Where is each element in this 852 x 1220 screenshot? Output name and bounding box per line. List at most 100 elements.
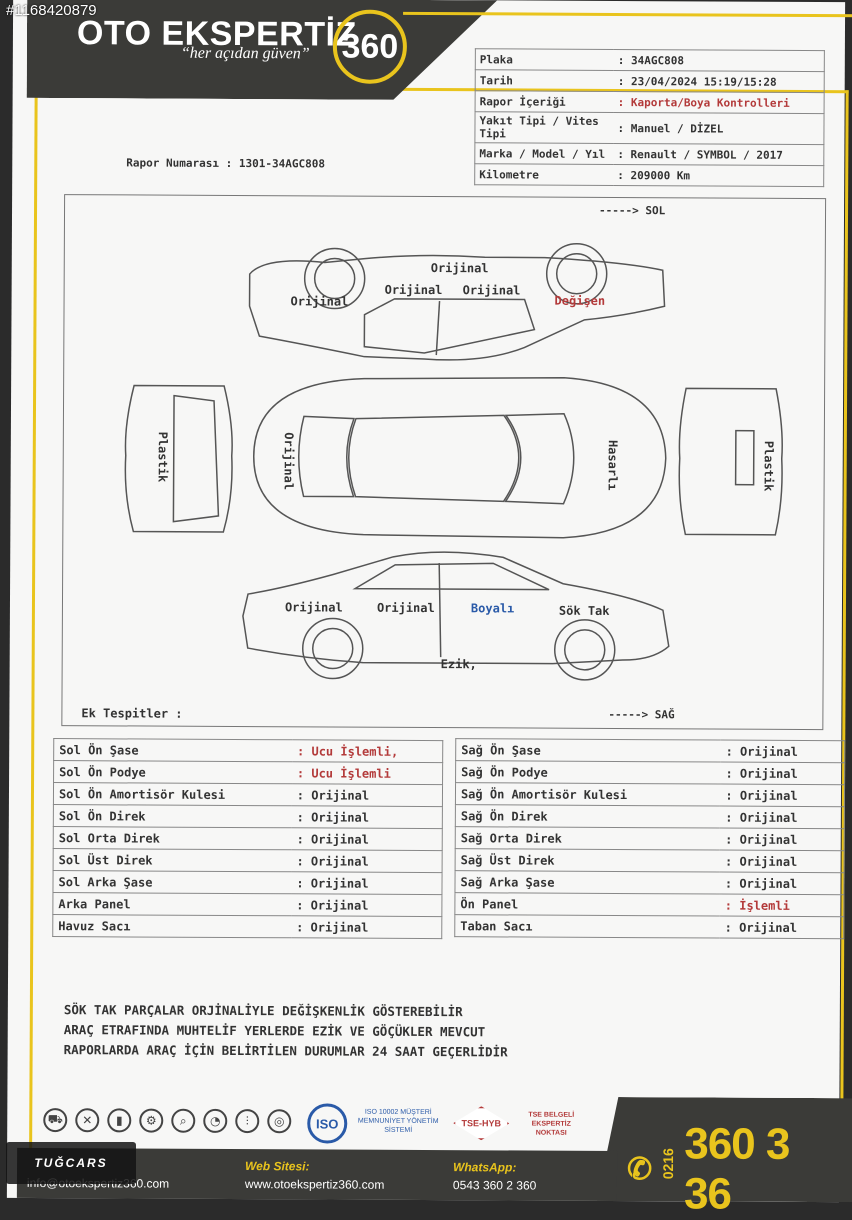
table-row: Sol Ön Direk: Orijinal [53, 804, 443, 829]
table-row: Ön Panel: İşlemli [454, 892, 844, 917]
row-value: : Orijinal [291, 849, 443, 873]
roof-view-outline [253, 376, 667, 539]
report-paper: OTO EKSPERTİZ 360 “her açıdan güven” Pla… [6, 0, 852, 1219]
row-key: Ön Panel [454, 892, 720, 917]
rear-wheel-bottom [301, 617, 364, 680]
tools-icon: ✕ [75, 1108, 100, 1133]
row-value: : Orijinal [719, 916, 844, 939]
rear-wheel-top [303, 247, 366, 310]
row-value: : Orijinal [720, 762, 845, 785]
table-row: Kilometre: 209000 Km [474, 163, 824, 187]
brake-disc-icon: ◎ [267, 1109, 292, 1134]
row-key: Sol Ön Podye [53, 760, 292, 784]
gauge-icon: ◔ [203, 1108, 228, 1133]
row-key: Sağ Üst Direk [455, 848, 721, 873]
table-row: Tarih: 23/04/2024 15:19/15:28 [475, 69, 825, 93]
suspension-icon: ⫶ [235, 1109, 260, 1134]
part-trunk: Orijinal [281, 432, 296, 491]
row-value: : Orijinal [719, 872, 845, 895]
row-value: : Ucu İşlemli [291, 761, 443, 785]
rear-wheel-bottom-inner [311, 627, 354, 670]
whatsapp-number[interactable]: 0543 360 2 360 [452, 1178, 537, 1193]
front-grille [734, 429, 755, 486]
listing-id-watermark: #1168420879 [6, 2, 97, 19]
row-value: : Manuel / DİZEL [613, 112, 825, 145]
table-row: Sağ Ön Direk: Orijinal [455, 804, 845, 829]
row-value: : Orijinal [719, 850, 845, 873]
car-lift-icon: ⛟ [43, 1108, 68, 1133]
row-value: : Kaporta/Boya Kontrolleri [613, 91, 825, 114]
row-value: : Orijinal [291, 871, 443, 895]
row-key: Sol Ön Amortisör Kulesi [53, 782, 292, 806]
row-key: Havuz Sacı [52, 914, 292, 938]
row-key: Sağ Ön Podye [455, 760, 721, 785]
table-row: Sağ Ön Şase: Orijinal [455, 738, 845, 763]
table-row: Marka / Model / Yıl: Renault / SYMBOL / … [474, 142, 824, 166]
row-key: Sağ Orta Direk [455, 826, 721, 851]
table-row: Sol Ön Amortisör Kulesi: Orijinal [53, 782, 443, 807]
report-notes: SÖK TAK PARÇALAR ORJİNALİYLE DEĞİŞKENLİK… [64, 1000, 508, 1062]
note-line: RAPORLARDA ARAÇ İÇİN BELİRTİLEN DURUMLAR… [63, 1042, 508, 1060]
iso-caption: ISO 10002 MÜŞTERİ MEMNUNİYET YÖNETİM SİS… [357, 1108, 439, 1134]
rear-view-outline [124, 384, 233, 533]
service-icons: ⛟ ✕ ▮ ⚙ ⌕ ◔ ⫶ ◎ [43, 1108, 292, 1134]
row-value: : Orijinal [291, 915, 442, 939]
rear-view-glass [172, 394, 220, 523]
web-label: Web Sitesi: [244, 1159, 310, 1174]
front-wheel-top [545, 243, 608, 305]
row-value: : Orijinal [291, 827, 443, 851]
row-value: : Orijinal [291, 893, 442, 917]
car-diagram: -----> SOL -----> SAĞ [61, 194, 827, 731]
row-key: Tarih [475, 69, 614, 92]
table-row: Sağ Ön Amortisör Kulesi: Orijinal [455, 782, 845, 807]
tse-caption: TSE BELGELİ EKSPERTİZ NOKTASI [528, 1111, 575, 1137]
row-key: Sol Arka Şase [52, 870, 292, 894]
web-url[interactable]: www.otoekspertiz360.com [244, 1177, 385, 1192]
row-value: : Renault / SYMBOL / 2017 [613, 143, 824, 166]
row-value: : İşlemli [719, 894, 844, 917]
row-key: Sol Ön Direk [53, 804, 292, 828]
row-value: : 23/04/2024 15:19/15:28 [613, 70, 825, 93]
table-row: Taban Sacı: Orijinal [454, 914, 844, 939]
row-value: : Orijinal [291, 805, 443, 829]
part-top-rear-fender: Orijinal [290, 294, 349, 309]
part-front-bumper: Plastik [761, 440, 776, 492]
table-row: Sağ Orta Direk: Orijinal [455, 826, 845, 851]
left-checks-table: Sol Ön Şase: Ucu İşlemli,Sol Ön Podye: U… [52, 738, 443, 939]
windshield-top [504, 412, 575, 505]
row-key: Marka / Model / Yıl [474, 142, 614, 165]
row-value: : Orijinal [720, 784, 845, 807]
row-value: : 34AGC808 [613, 49, 825, 72]
part-bottom-front-door: Boyalı [470, 601, 515, 616]
row-key: Sol Üst Direk [53, 848, 292, 872]
row-value: : Orijinal [720, 806, 845, 829]
part-rear-bumper: Plastik [155, 431, 170, 483]
table-row: Sağ Üst Direk: Orijinal [455, 848, 845, 873]
front-wheel-top-inner [555, 253, 598, 295]
row-key: Yakıt Tipi / Vites Tipi [474, 111, 614, 144]
gear-icon: ⚙ [139, 1108, 164, 1133]
row-value: : Orijinal [720, 740, 845, 763]
left-side-outline [248, 254, 666, 361]
part-hood: Hasarlı [605, 439, 620, 491]
phone-block: ✆ 0216 360 3 36 [627, 1119, 840, 1220]
part-top-front-door: Orijinal [462, 283, 521, 298]
table-row: Sol Ön Şase: Ucu İşlemli, [53, 738, 443, 763]
row-value: : 209000 Km [613, 164, 824, 187]
part-bottom-front-fender: Sök Tak [558, 603, 610, 618]
table-row: Arka Panel: Orijinal [52, 892, 442, 917]
row-key: Sağ Ön Şase [455, 738, 721, 763]
note-line: SÖK TAK PARÇALAR ORJİNALİYLE DEĞİŞKENLİK… [63, 1002, 463, 1020]
ek-tespitler-label: Ek Tespitler : [81, 706, 183, 721]
row-key: Sol Orta Direk [53, 826, 292, 850]
top-windows [363, 298, 536, 354]
note-line: ARAÇ ETRAFINDA MUHTELİF YERLERDE EZİK VE… [63, 1022, 486, 1040]
rear-glass-top [298, 415, 356, 498]
rear-wheel-top-inner [313, 257, 356, 300]
table-row: Sol Üst Direk: Orijinal [53, 848, 443, 873]
part-bottom-rear-fender: Orijinal [284, 600, 343, 615]
table-row: Sol Orta Direk: Orijinal [53, 826, 443, 851]
table-row: Plaka: 34AGC808 [475, 48, 825, 72]
table-row: Sağ Arka Şase: Orijinal [454, 870, 845, 895]
